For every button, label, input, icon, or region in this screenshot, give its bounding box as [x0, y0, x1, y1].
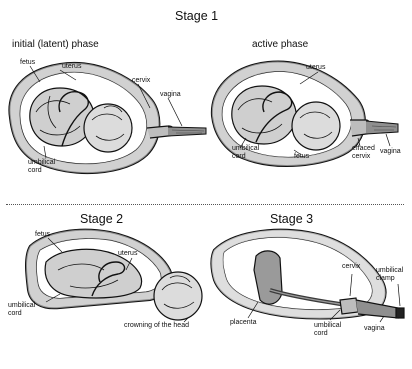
stage3-cervix [340, 298, 358, 314]
active-label-fetus: fetus [294, 153, 309, 161]
stage2-fetus-head [154, 272, 202, 320]
active-label-effaced-cervix: effaced cervix [352, 145, 382, 161]
stage3-title: Stage 3 [270, 213, 313, 226]
active-phase-heading: active phase [252, 40, 308, 50]
latent-label-fetus: fetus [20, 59, 35, 67]
stage2-label-uterus: uterus [118, 250, 137, 258]
latent-fetus-body [30, 88, 94, 146]
latent-fetus-head [84, 104, 132, 152]
stage3-label-vagina: vagina [364, 325, 385, 333]
stage3-placenta [254, 251, 282, 304]
stage2-title: Stage 2 [80, 213, 123, 226]
active-label-vagina: vagina [380, 148, 401, 156]
section-divider [6, 204, 404, 205]
latent-phase-heading: initial (latent) phase [12, 40, 99, 50]
active-vagina [366, 121, 398, 134]
latent-vagina [168, 127, 206, 136]
latent-label-cervix: cervix [132, 77, 150, 85]
stage3-clamp [396, 308, 404, 318]
stage3-label-placenta: placenta [230, 319, 256, 327]
stage2-drawing [26, 230, 202, 322]
stage2-label-fetus: fetus [35, 231, 50, 239]
latent-label-vagina: vagina [160, 91, 181, 99]
stage3-label-umbilical-clamp: umbilical clamp [376, 267, 410, 283]
active-label-uterus: uterus [306, 64, 325, 72]
stage2-label-crowning: crowning of the head [124, 322, 189, 330]
latent-label-umbilical-cord: umbilical cord [28, 159, 68, 175]
active-fetus-head [292, 102, 340, 150]
stage3-label-umbilical-cord: umbilical cord [314, 322, 354, 338]
latent-phase-drawing [9, 63, 206, 173]
stage1-title: Stage 1 [175, 10, 218, 23]
active-label-umbilical-cord: umbilical cord [232, 145, 272, 161]
stage2-label-umbilical-cord: umbilical cord [8, 302, 48, 318]
latent-label-uterus: uterus [62, 63, 81, 71]
stage3-label-cervix: cervix [342, 263, 360, 271]
